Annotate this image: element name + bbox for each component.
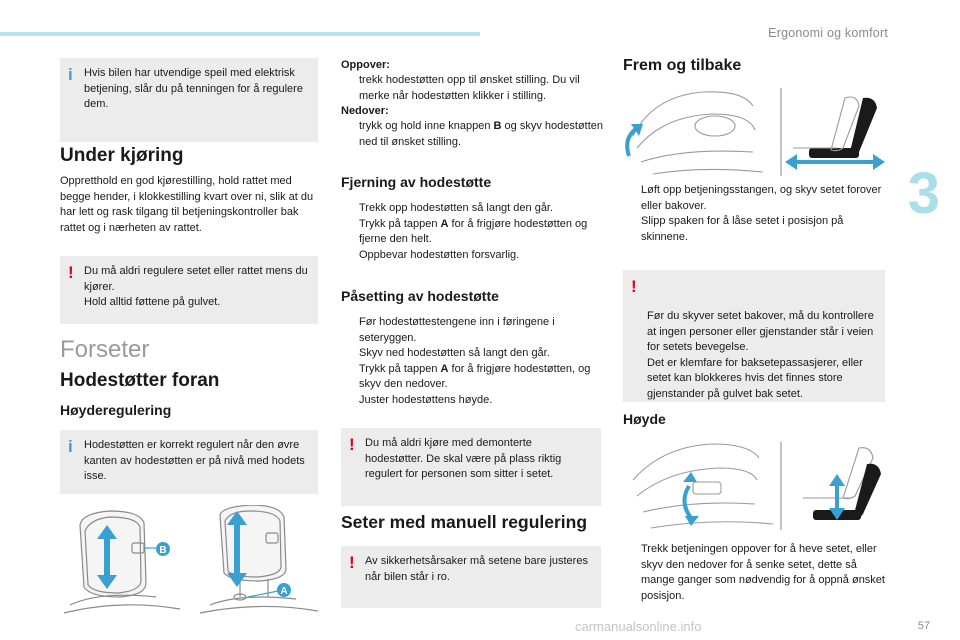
label-b: B xyxy=(159,545,166,556)
header-accent-bar xyxy=(0,32,480,36)
button-b-callout: B xyxy=(144,542,170,556)
list-item: Løft opp betjeningsstangen, og skyv sete… xyxy=(641,184,882,212)
seat-height-illustration xyxy=(623,440,885,532)
seat-height-list: Trekk betjeningen oppover for å heve set… xyxy=(623,542,885,604)
seat-outline-ghost xyxy=(803,447,874,500)
chapter-number: 3 xyxy=(907,161,940,226)
fore-aft-arrow xyxy=(785,154,885,170)
info-mirror-text: Hvis bilen har utvendige speil med elekt… xyxy=(84,67,303,110)
up-down-arrow xyxy=(829,474,845,520)
seat-side-drawing xyxy=(632,443,774,529)
warning-icon: ! xyxy=(68,263,74,282)
headrest-right-drawing xyxy=(199,505,318,614)
list-item: Oppbevar hodestøtten forsvarlig. xyxy=(359,248,520,261)
upward-list: trekk hodestøtten opp til ønsket stillin… xyxy=(341,73,603,104)
warning-manual-text: Av sikkerhetsårsaker må setene bare just… xyxy=(365,555,588,583)
headrest-left-arrow xyxy=(97,525,117,589)
up-down-instructions: Oppover: trekk hodestøtten opp til ønske… xyxy=(341,58,603,150)
seat-height-arrowhead-up xyxy=(683,472,697,482)
label-a: A xyxy=(280,586,287,597)
list-item: Slipp spaken for å låse setet i posisjon… xyxy=(641,215,844,243)
info-headrest-text: Hodestøtten er korrekt regulert når den … xyxy=(84,439,305,482)
seat-height-arrow xyxy=(682,484,693,520)
seat-side-drawing xyxy=(632,91,764,175)
page-number: 57 xyxy=(917,620,930,632)
headrest-right-arrow xyxy=(227,511,247,587)
heading-forward-backward: Frem og tilbake xyxy=(623,57,742,74)
removal-list: Trekk opp hodestøtten så langt den går. … xyxy=(341,201,603,263)
warning-backward-text: Før du skyver setet bakover, må du kontr… xyxy=(647,310,874,400)
fitting-list: Før hodestøttestengene inn i føringene i… xyxy=(341,315,603,408)
tab-a-callout: A xyxy=(247,583,291,598)
label-upward: Oppover: xyxy=(341,59,390,71)
driving-paragraph: Oppretthold en god kjørestilling, hold r… xyxy=(60,175,314,234)
warning-seat-line-2: Hold alltid føttene på gulvet. xyxy=(84,296,221,308)
list-item: Trykk på tappen A for å frigjøre hodestø… xyxy=(359,217,588,246)
heading-front-seats: Forseter xyxy=(60,336,150,363)
list-item: Skyv ned hodestøtten så langt den går. xyxy=(359,347,550,359)
heading-seat-height: Høyde xyxy=(623,411,666,427)
forward-backward-list: Løft opp betjeningsstangen, og skyv sete… xyxy=(623,183,885,245)
seat-silhouette xyxy=(809,97,877,158)
seat-height-arrowhead-down xyxy=(685,516,699,526)
warning-box-removed-headrests: ! Du må aldri kjøre med demonterte hodes… xyxy=(341,428,601,506)
list-item: trykk og hold inne knappen B og skyv hod… xyxy=(359,120,603,148)
list-item: trekk hodestøtten opp til ønsket stillin… xyxy=(359,74,580,102)
list-item: Juster hodestøttens høyde. xyxy=(359,393,493,406)
seat-fore-aft-illustration xyxy=(623,86,885,178)
list-item: Trykk på tappen A for å frigjøre hodestø… xyxy=(359,362,591,391)
warning-box-seat: ! Du må aldri regulere setet eller ratte… xyxy=(60,256,318,324)
header-section-title: Ergonomi og komfort xyxy=(768,26,888,40)
heading-front-headrests: Hodestøtter foran xyxy=(60,370,220,391)
info-box-headrest: i Hodestøtten er korrekt regulert når de… xyxy=(60,430,318,494)
heading-fitting: Påsetting av hodestøtte xyxy=(341,288,499,304)
warning-box-backward: ! Før du skyver setet bakover, må du kon… xyxy=(623,270,885,402)
warning-icon: ! xyxy=(349,435,355,454)
warning-seat-line-1: Du må aldri regulere setet eller rattet … xyxy=(84,265,308,293)
seat-lever-arrowhead xyxy=(631,124,643,136)
list-item: Før hodestøttestengene inn i føringene i… xyxy=(359,316,555,344)
warning-icon: ! xyxy=(349,553,355,572)
label-downward: Nedover: xyxy=(341,105,389,117)
heading-manual-seats: Seter med manuell regulering xyxy=(341,512,588,532)
heading-removal: Fjerning av hodestøtte xyxy=(341,174,492,190)
headrest-illustration: B A xyxy=(60,505,318,615)
watermark: carmanualsonline.info xyxy=(575,619,702,634)
info-icon: i xyxy=(68,437,73,456)
headrest-left-drawing xyxy=(63,510,181,614)
info-icon: i xyxy=(68,65,73,84)
seat-silhouette xyxy=(813,463,881,520)
info-box-mirrors: i Hvis bilen har utvendige speil med ele… xyxy=(60,58,318,142)
warning-removed-text: Du må aldri kjøre med demonterte hodestø… xyxy=(365,437,562,480)
heading-under-driving: Under kjøring xyxy=(60,145,184,166)
downward-list: trykk og hold inne knappen B og skyv hod… xyxy=(341,119,603,150)
heading-height-adjustment: Høyderegulering xyxy=(60,402,172,418)
seat-outline-ghost xyxy=(793,96,860,152)
list-item: Trekk opp hodestøtten så langt den går. xyxy=(359,202,554,214)
list-item: Trekk betjeningen oppover for å heve set… xyxy=(641,543,885,602)
warning-box-manual: ! Av sikkerhetsårsaker må setene bare ju… xyxy=(341,546,601,608)
warning-icon: ! xyxy=(631,277,637,296)
